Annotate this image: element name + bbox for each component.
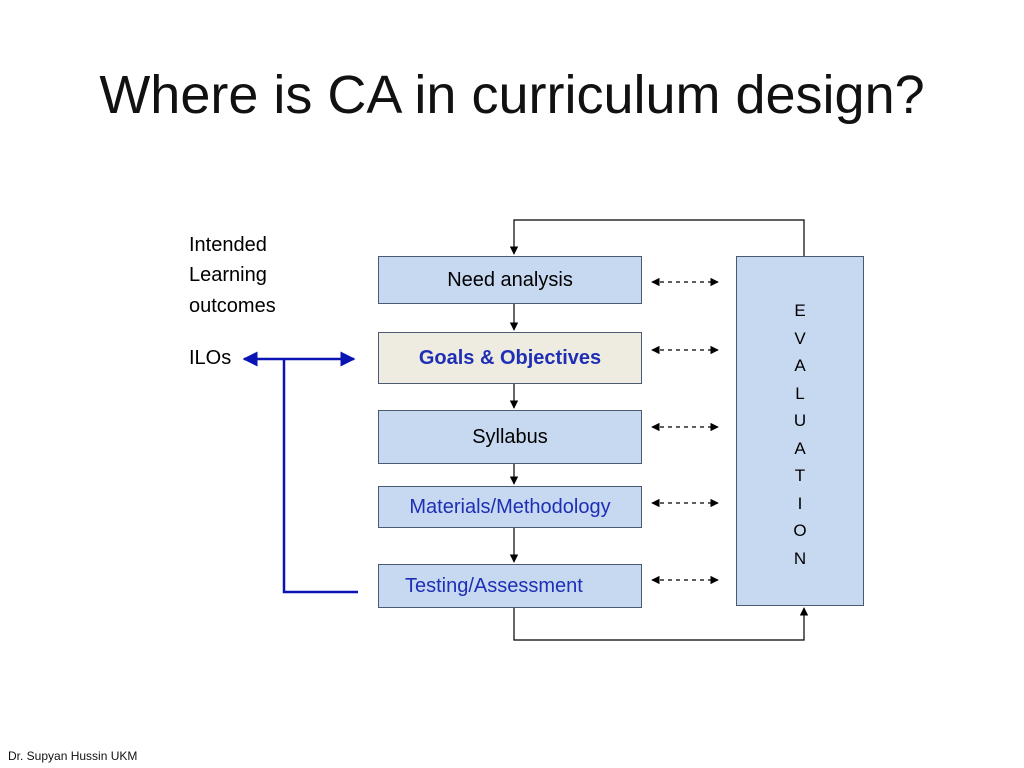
evaluation-letter: V [794,328,806,348]
stage-need-analysis: Need analysis [378,256,642,304]
evaluation-letter: U [793,411,807,430]
evaluation-letter: T [794,466,806,485]
ilo-label-line1: Intended [189,234,267,256]
evaluation-letter: N [793,548,807,568]
feedback-bottom-line [513,607,809,641]
evaluation-letter: A [794,356,806,375]
evaluation-letter: E [794,301,806,320]
footer-credit: Dr. Supyan Hussin UKM [8,749,138,763]
evaluation-letter: I [797,493,803,513]
ilo-label-line3: outcomes [189,295,276,317]
feedback-top-line [509,219,805,256]
stage-syllabus: Syllabus [378,410,642,464]
stage-materials-methodology: Materials/Methodology [378,486,642,528]
evaluation-letter: A [794,438,806,458]
stage-testing-assessment: Testing/Assessment [378,564,642,608]
stage-goals-objectives: Goals & Objectives [378,332,642,384]
evaluation-letter: L [795,383,805,403]
slide-title: Where is CA in curriculum design? [99,65,925,125]
evaluation-letter: O [793,521,807,540]
ilo-connector-line [282,359,358,594]
ilo-short-label: ILOs [189,347,232,369]
ilo-label-line2: Learning [189,264,267,286]
